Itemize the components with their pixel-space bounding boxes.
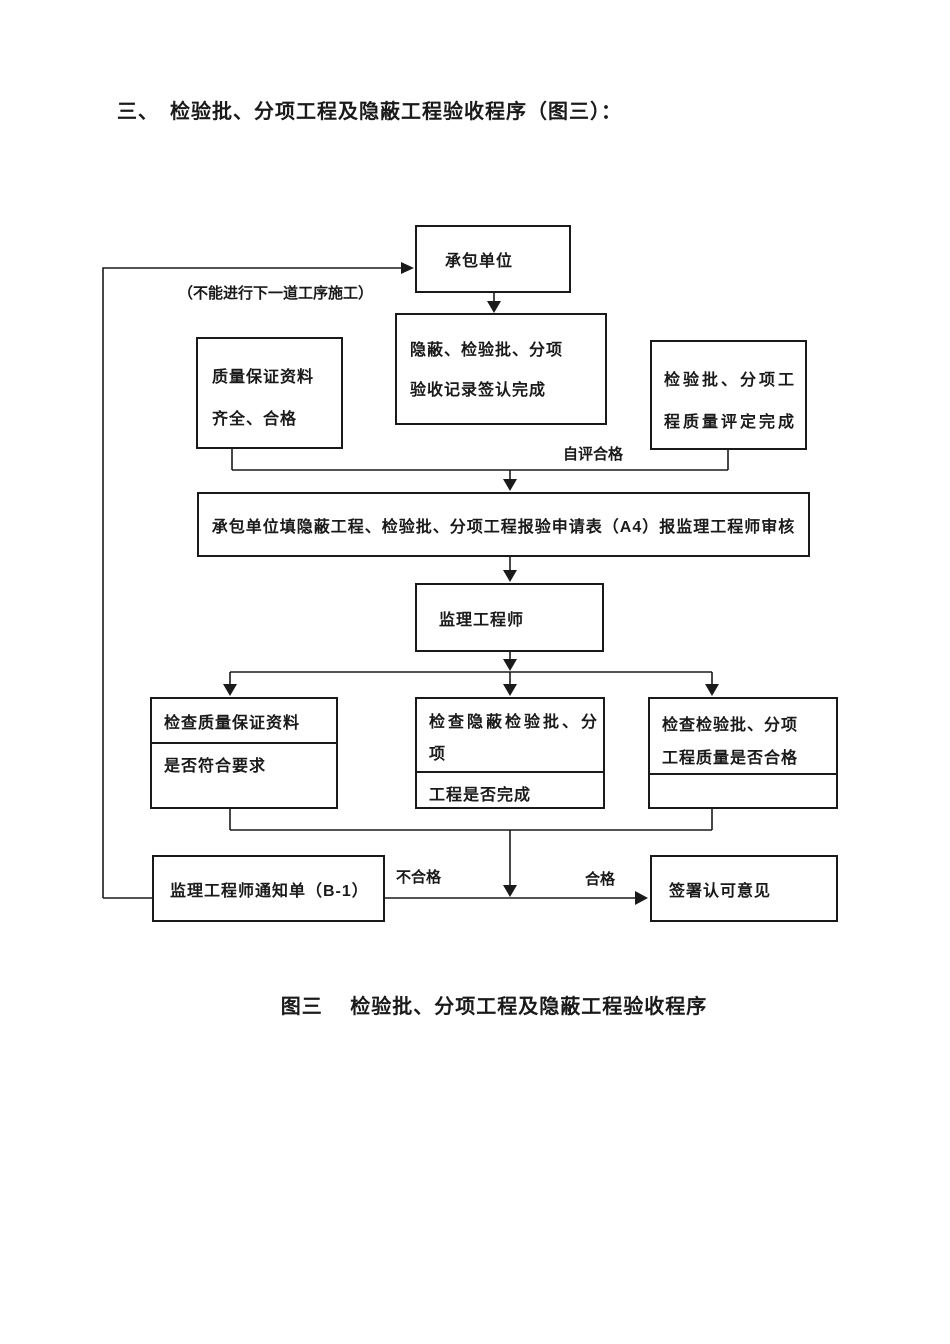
label-pass: 合格	[585, 871, 616, 888]
node-notice: 监理工程师通知单（B-1）	[152, 855, 385, 922]
label-self-eval-pass: 自评合格	[563, 446, 624, 463]
node-application-label: 承包单位填隐蔽工程、检验批、分项工程报验申请表（A4）报监理工程师审核	[211, 518, 796, 536]
node-application: 承包单位填隐蔽工程、检验批、分项工程报验申请表（A4）报监理工程师审核	[197, 492, 810, 557]
node-qa-documents: 质量保证资料 齐全、合格	[196, 337, 343, 449]
node-check-concealed-line3: 工程是否完成	[429, 787, 532, 804]
node-quality-evaluation-line2: 程质量评定完成	[664, 414, 798, 431]
node-check-quality: 检查检验批、分项 工程质量是否合格	[648, 697, 838, 809]
figure-caption: 图三 检验批、分项工程及隐蔽工程验收程序	[280, 996, 708, 1018]
node-supervising-engineer: 监理工程师	[415, 583, 604, 652]
node-check-quality-line1: 检查检验批、分项	[662, 717, 799, 734]
node-check-concealed-line2: 项	[429, 746, 449, 763]
box-divider	[650, 773, 836, 775]
connector-engineer-branch	[223, 652, 719, 696]
node-check-concealed: 检查隐蔽检验批、分 项 工程是否完成	[415, 697, 605, 809]
connector-application-to-engineer	[503, 557, 517, 582]
node-qa-documents-line2: 齐全、合格	[212, 411, 298, 428]
connector-feedback-loop	[102, 262, 414, 898]
node-acceptance-record-line1: 隐蔽、检验批、分项	[410, 342, 564, 359]
label-cannot-proceed: （不能进行下一道工序施工）	[178, 285, 374, 302]
node-acceptance-record: 隐蔽、检验批、分项 验收记录签认完成	[395, 313, 607, 425]
box-divider	[417, 771, 603, 773]
node-notice-label: 监理工程师通知单（B-1）	[170, 882, 369, 900]
node-sign-approval: 签署认可意见	[650, 855, 838, 922]
connector-checks-merge	[229, 808, 713, 897]
node-sign-approval-label: 签署认可意见	[669, 882, 772, 900]
node-quality-evaluation-line1: 检验批、分项工	[664, 372, 798, 389]
node-check-concealed-line1: 检查隐蔽检验批、分	[429, 714, 601, 731]
node-check-quality-line2: 工程质量是否合格	[662, 750, 799, 767]
page-title: 三、 检验批、分项工程及隐蔽工程验收程序（图三）：	[117, 101, 622, 123]
label-fail: 不合格	[396, 869, 442, 886]
node-check-qa: 检查质量保证资料 是否符合要求	[150, 697, 338, 809]
connector-contractor-to-record	[487, 293, 501, 313]
node-supervising-engineer-label: 监理工程师	[439, 611, 525, 629]
connector-merge-to-application	[231, 448, 729, 491]
node-acceptance-record-line2: 验收记录签认完成	[410, 382, 547, 399]
node-quality-evaluation: 检验批、分项工 程质量评定完成	[650, 340, 807, 450]
node-qa-documents-line1: 质量保证资料	[212, 369, 315, 386]
box-divider	[152, 742, 336, 744]
node-check-qa-line2: 是否符合要求	[164, 758, 267, 775]
node-check-qa-line1: 检查质量保证资料	[164, 714, 301, 732]
node-contractor: 承包单位	[415, 225, 571, 293]
node-contractor-label: 承包单位	[445, 253, 514, 270]
